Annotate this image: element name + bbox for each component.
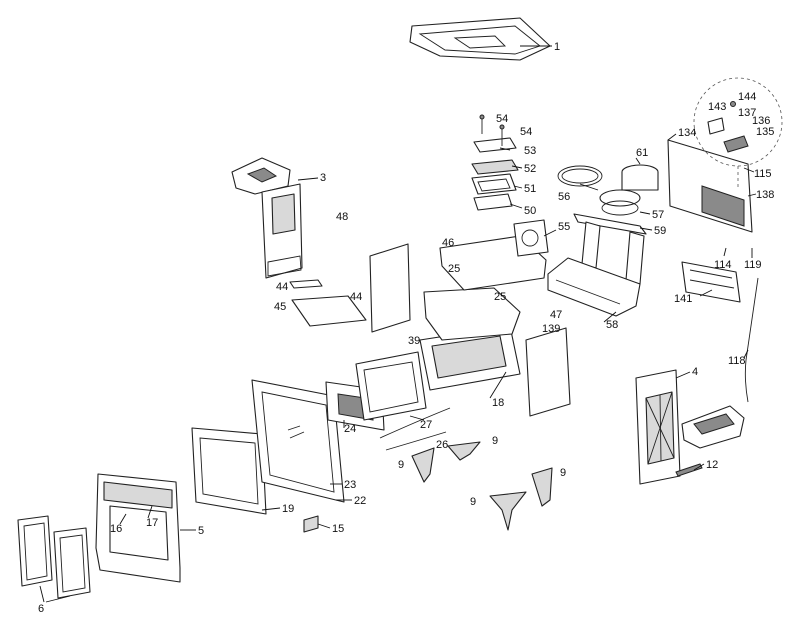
- callout-57: 57: [652, 209, 664, 221]
- callout-23: 23: [344, 479, 356, 491]
- part-rear-housing: [667, 139, 753, 233]
- callout-114: 114: [714, 259, 732, 271]
- callout-50: 50: [524, 205, 536, 217]
- part-hinge-rod: [379, 407, 451, 451]
- part-front-surround: [95, 473, 181, 583]
- part-air-manifold: [547, 257, 641, 317]
- part-bolts: [479, 114, 505, 146]
- callout-9b: 9: [492, 435, 498, 447]
- callout-115: 115: [754, 168, 772, 180]
- callout-119: 119: [744, 259, 762, 271]
- callout-19: 19: [282, 503, 294, 515]
- callout-39: 39: [408, 335, 420, 347]
- callout-61: 61: [636, 147, 648, 159]
- callout-45: 45: [274, 301, 286, 313]
- callout-48: 48: [336, 211, 348, 223]
- callout-46: 46: [442, 237, 454, 249]
- part-legs: [411, 441, 553, 531]
- part-ring: [557, 165, 603, 187]
- callout-27: 27: [420, 419, 432, 431]
- part-ash-lip: [355, 351, 427, 421]
- part-top-plate: [409, 17, 551, 61]
- part-gasket: [513, 219, 549, 257]
- callout-5: 5: [198, 525, 204, 537]
- callout-137: 137: [738, 107, 756, 119]
- callout-139: 139: [542, 323, 560, 335]
- callout-51: 51: [524, 183, 536, 195]
- part-flue-collar: [599, 164, 659, 216]
- part-firebox-top: [423, 287, 521, 341]
- part-cover-plates: [471, 137, 519, 211]
- callout-3: 3: [320, 172, 326, 184]
- callout-134: 134: [678, 127, 696, 139]
- callout-59: 59: [654, 225, 666, 237]
- part-firebox-floor: [419, 325, 521, 391]
- part-side-doors: [17, 515, 91, 599]
- callout-58: 58: [606, 319, 618, 331]
- callout-54b: 54: [520, 126, 532, 138]
- part-firebrick-right: [525, 327, 571, 417]
- callout-12: 12: [706, 459, 718, 471]
- callout-47: 47: [550, 309, 562, 321]
- callout-143: 143: [708, 101, 726, 113]
- callout-138: 138: [756, 189, 774, 201]
- callout-18: 18: [492, 397, 504, 409]
- part-handle-rod: [675, 463, 703, 477]
- callout-labels: 1 3 4 5 6 9 9 9 9 12 15 16 17 18 19 22 2…: [38, 41, 774, 615]
- part-blower: [681, 261, 741, 303]
- part-glass-door: [251, 379, 345, 503]
- callout-9a: 9: [398, 459, 404, 471]
- callout-25a: 25: [448, 263, 460, 275]
- callout-22: 22: [354, 495, 366, 507]
- part-side-panel-right: [635, 369, 745, 485]
- callout-56: 56: [558, 191, 570, 203]
- callout-24: 24: [344, 423, 356, 435]
- part-wire-harness: [744, 277, 759, 403]
- callout-54a: 54: [496, 113, 508, 125]
- detail-view-circle: [693, 77, 783, 190]
- part-firebrick-left: [369, 243, 411, 333]
- callout-4: 4: [692, 366, 698, 378]
- callout-44b: 44: [350, 291, 362, 303]
- callout-15: 15: [332, 523, 344, 535]
- part-rear-heat-shield: [231, 157, 303, 279]
- callout-6: 6: [38, 603, 44, 615]
- callout-9c: 9: [560, 467, 566, 479]
- callout-17: 17: [146, 517, 158, 529]
- callout-25b: 25: [494, 291, 506, 303]
- part-ash-plate: [289, 279, 367, 327]
- callout-52: 52: [524, 163, 536, 175]
- callout-53: 53: [524, 145, 536, 157]
- callout-9d: 9: [470, 496, 476, 508]
- callout-118: 118: [728, 355, 746, 367]
- callout-1: 1: [554, 41, 560, 53]
- callout-144: 144: [738, 91, 756, 103]
- callout-136: 136: [752, 115, 770, 127]
- callout-135: 135: [756, 126, 774, 138]
- callout-16: 16: [110, 523, 122, 535]
- part-latch: [303, 515, 319, 533]
- part-door-frame: [191, 427, 267, 515]
- callout-141: 141: [674, 293, 692, 305]
- callout-26: 26: [436, 439, 448, 451]
- part-air-tubes: [573, 213, 647, 285]
- callout-44a: 44: [276, 281, 288, 293]
- leader-lines: [39, 45, 757, 603]
- callout-55: 55: [558, 221, 570, 233]
